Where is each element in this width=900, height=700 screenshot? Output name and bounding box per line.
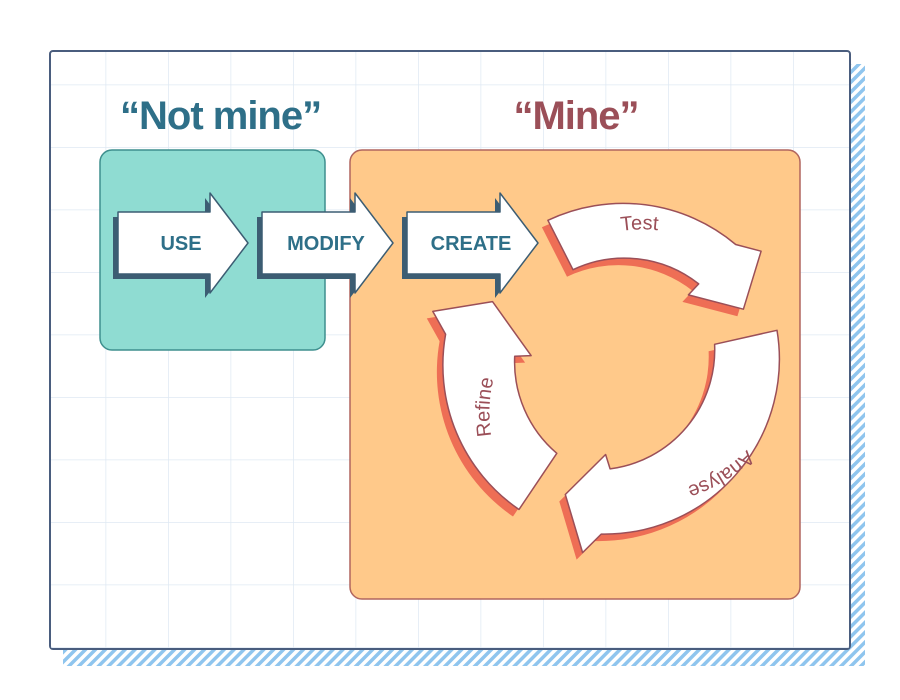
refine-cycle-arrow: Refine (426, 300, 558, 517)
modify-label: MODIFY (287, 233, 365, 255)
refine-label: Refine (472, 375, 498, 438)
use-arrow: USE (113, 192, 249, 298)
test-cycle-arrow: Test (541, 202, 762, 317)
mine-heading: “Mine” (513, 94, 639, 138)
not-mine-heading: “Not mine” (120, 94, 322, 138)
svg-text:Refine: Refine (472, 375, 498, 438)
create-arrow: CREATE (402, 192, 539, 298)
modify-arrow: MODIFY (257, 192, 394, 298)
svg-text:Test: Test (619, 212, 659, 236)
create-label: CREATE (431, 233, 512, 255)
analyse-cycle-arrow: Analyse (559, 329, 781, 560)
use-label: USE (160, 233, 201, 255)
test-label: Test (619, 212, 659, 236)
